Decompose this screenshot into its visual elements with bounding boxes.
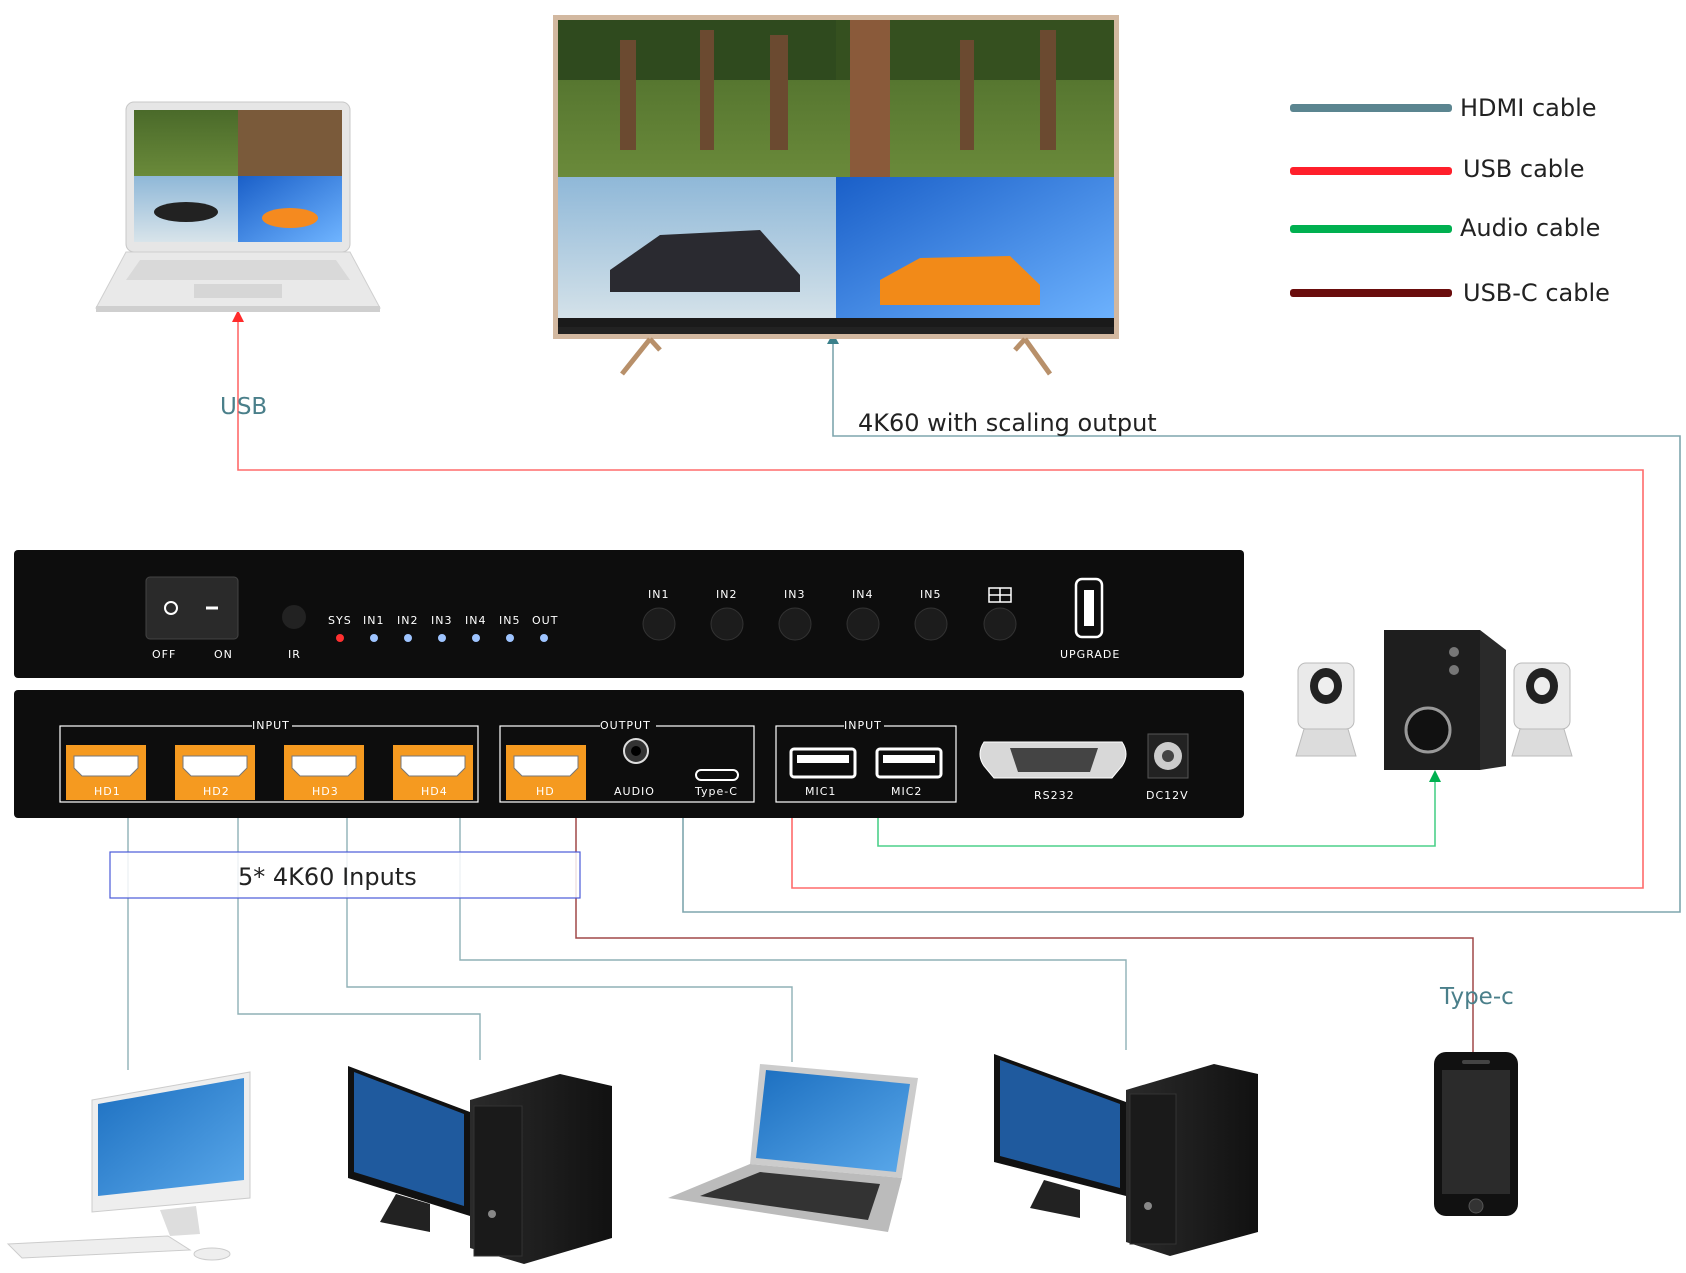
audio-cable [877, 775, 1436, 847]
indicator-label-sys: SYS [328, 614, 352, 627]
legend: HDMI cable USB cable Audio cable USB-C c… [1290, 94, 1610, 307]
hdmi-input-cable-2 [237, 818, 481, 1060]
inputs-note-box [109, 851, 581, 899]
mic2-label: MIC2 [891, 785, 922, 798]
hdmi-socket-icon [513, 755, 579, 777]
power-off-icon [164, 601, 178, 615]
mic1-label: MIC1 [805, 785, 836, 798]
indicator-label-in4: IN4 [465, 614, 486, 627]
indicator-label-out: OUT [532, 614, 558, 627]
audio-arrow-icon [1429, 770, 1441, 782]
indicator-label-in2: IN2 [397, 614, 418, 627]
imac-icon [6, 1071, 251, 1261]
smartphone-icon [1434, 1052, 1518, 1216]
led-in1 [370, 634, 378, 642]
usb-mic2-port[interactable] [875, 747, 943, 779]
button-label-in3: IN3 [784, 588, 805, 601]
input-group-label: INPUT [252, 719, 290, 732]
hdmi-input-cable-3 [346, 818, 793, 1062]
legend-swatch-usbc [1290, 289, 1452, 297]
button-in5[interactable] [914, 607, 948, 641]
mic-input-group-label: INPUT [844, 719, 882, 732]
dc-label: DC12V [1146, 789, 1189, 802]
usb-label: USB [220, 394, 267, 420]
button-in2[interactable] [710, 607, 744, 641]
tv-display-icon [553, 15, 1119, 376]
button-in1[interactable] [642, 607, 676, 641]
legend-label-hdmi: HDMI cable [1460, 94, 1597, 122]
hdmi-input-label-hd4: HD4 [421, 785, 448, 798]
hdmi-output-label: HD [536, 785, 555, 798]
speaker-system-icon [1295, 630, 1573, 770]
legend-label-usbc: USB-C cable [1463, 279, 1610, 307]
button-in3[interactable] [778, 607, 812, 641]
hdmi-socket-icon [182, 755, 248, 777]
button-in4[interactable] [846, 607, 880, 641]
hdmi-socket-icon [291, 755, 357, 777]
button-label-in2: IN2 [716, 588, 737, 601]
typec-port-icon[interactable] [695, 769, 739, 781]
hdmi-input-label-hd2: HD2 [203, 785, 230, 798]
usb-cable-laptop [237, 315, 1644, 889]
scaling-output-label: 4K60 with scaling output [858, 409, 1157, 437]
off-label: OFF [152, 648, 176, 661]
led-out [540, 634, 548, 642]
on-label: ON [214, 648, 233, 661]
inputs-note-label: 5* 4K60 Inputs [238, 863, 417, 891]
indicator-label-in5: IN5 [499, 614, 520, 627]
indicator-label-in1: IN1 [363, 614, 384, 627]
typec-cable-label: Type-c [1439, 984, 1514, 1010]
power-switch[interactable] [145, 576, 239, 640]
ir-sensor-icon [282, 605, 306, 629]
legend-label-usb: USB cable [1463, 155, 1584, 183]
laptop-icon [95, 101, 381, 312]
front-panel: OFF ON IR SYS IN1 IN2 IN3 IN4 IN5 OUT IN… [14, 550, 1244, 678]
desktop-pc-icon [348, 1066, 612, 1264]
rs232-label: RS232 [1034, 789, 1075, 802]
audio-label: AUDIO [614, 785, 655, 798]
indicator-label-in3: IN3 [431, 614, 452, 627]
ir-label: IR [288, 648, 301, 661]
button-label-in1: IN1 [648, 588, 669, 601]
desktop-pc-icon [994, 1054, 1258, 1256]
usbc-cable [575, 818, 1474, 1052]
legend-swatch-hdmi [1290, 104, 1452, 112]
button-label-in5: IN5 [920, 588, 941, 601]
legend-swatch-audio [1290, 225, 1452, 233]
led-in2 [404, 634, 412, 642]
led-in5 [506, 634, 514, 642]
laptop-icon [668, 1064, 918, 1232]
rear-panel: INPUT HD1 HD2 HD3 HD4 OUTPUT HD AUDIO Ty… [14, 690, 1244, 818]
led-in3 [438, 634, 446, 642]
output-group-label: OUTPUT [600, 719, 651, 732]
hdmi-output-cable [682, 338, 1681, 913]
button-label-in4: IN4 [852, 588, 873, 601]
upgrade-usb-port-icon[interactable] [1074, 577, 1104, 639]
button-multiview[interactable] [983, 607, 1017, 641]
usb-arrow-icon [232, 310, 244, 322]
hdmi-input-label-hd1: HD1 [94, 785, 121, 798]
usb-mic1-port[interactable] [789, 747, 857, 779]
hdmi-input-label-hd3: HD3 [312, 785, 339, 798]
hdmi-socket-icon [400, 755, 466, 777]
typec-label: Type-C [694, 785, 738, 798]
hdmi-socket-icon [73, 755, 139, 777]
upgrade-label: UPGRADE [1060, 648, 1120, 661]
multiview-grid-icon [988, 587, 1012, 603]
legend-label-audio: Audio cable [1460, 214, 1600, 242]
led-sys [336, 634, 344, 642]
led-in4 [472, 634, 480, 642]
legend-swatch-usb [1290, 167, 1452, 175]
